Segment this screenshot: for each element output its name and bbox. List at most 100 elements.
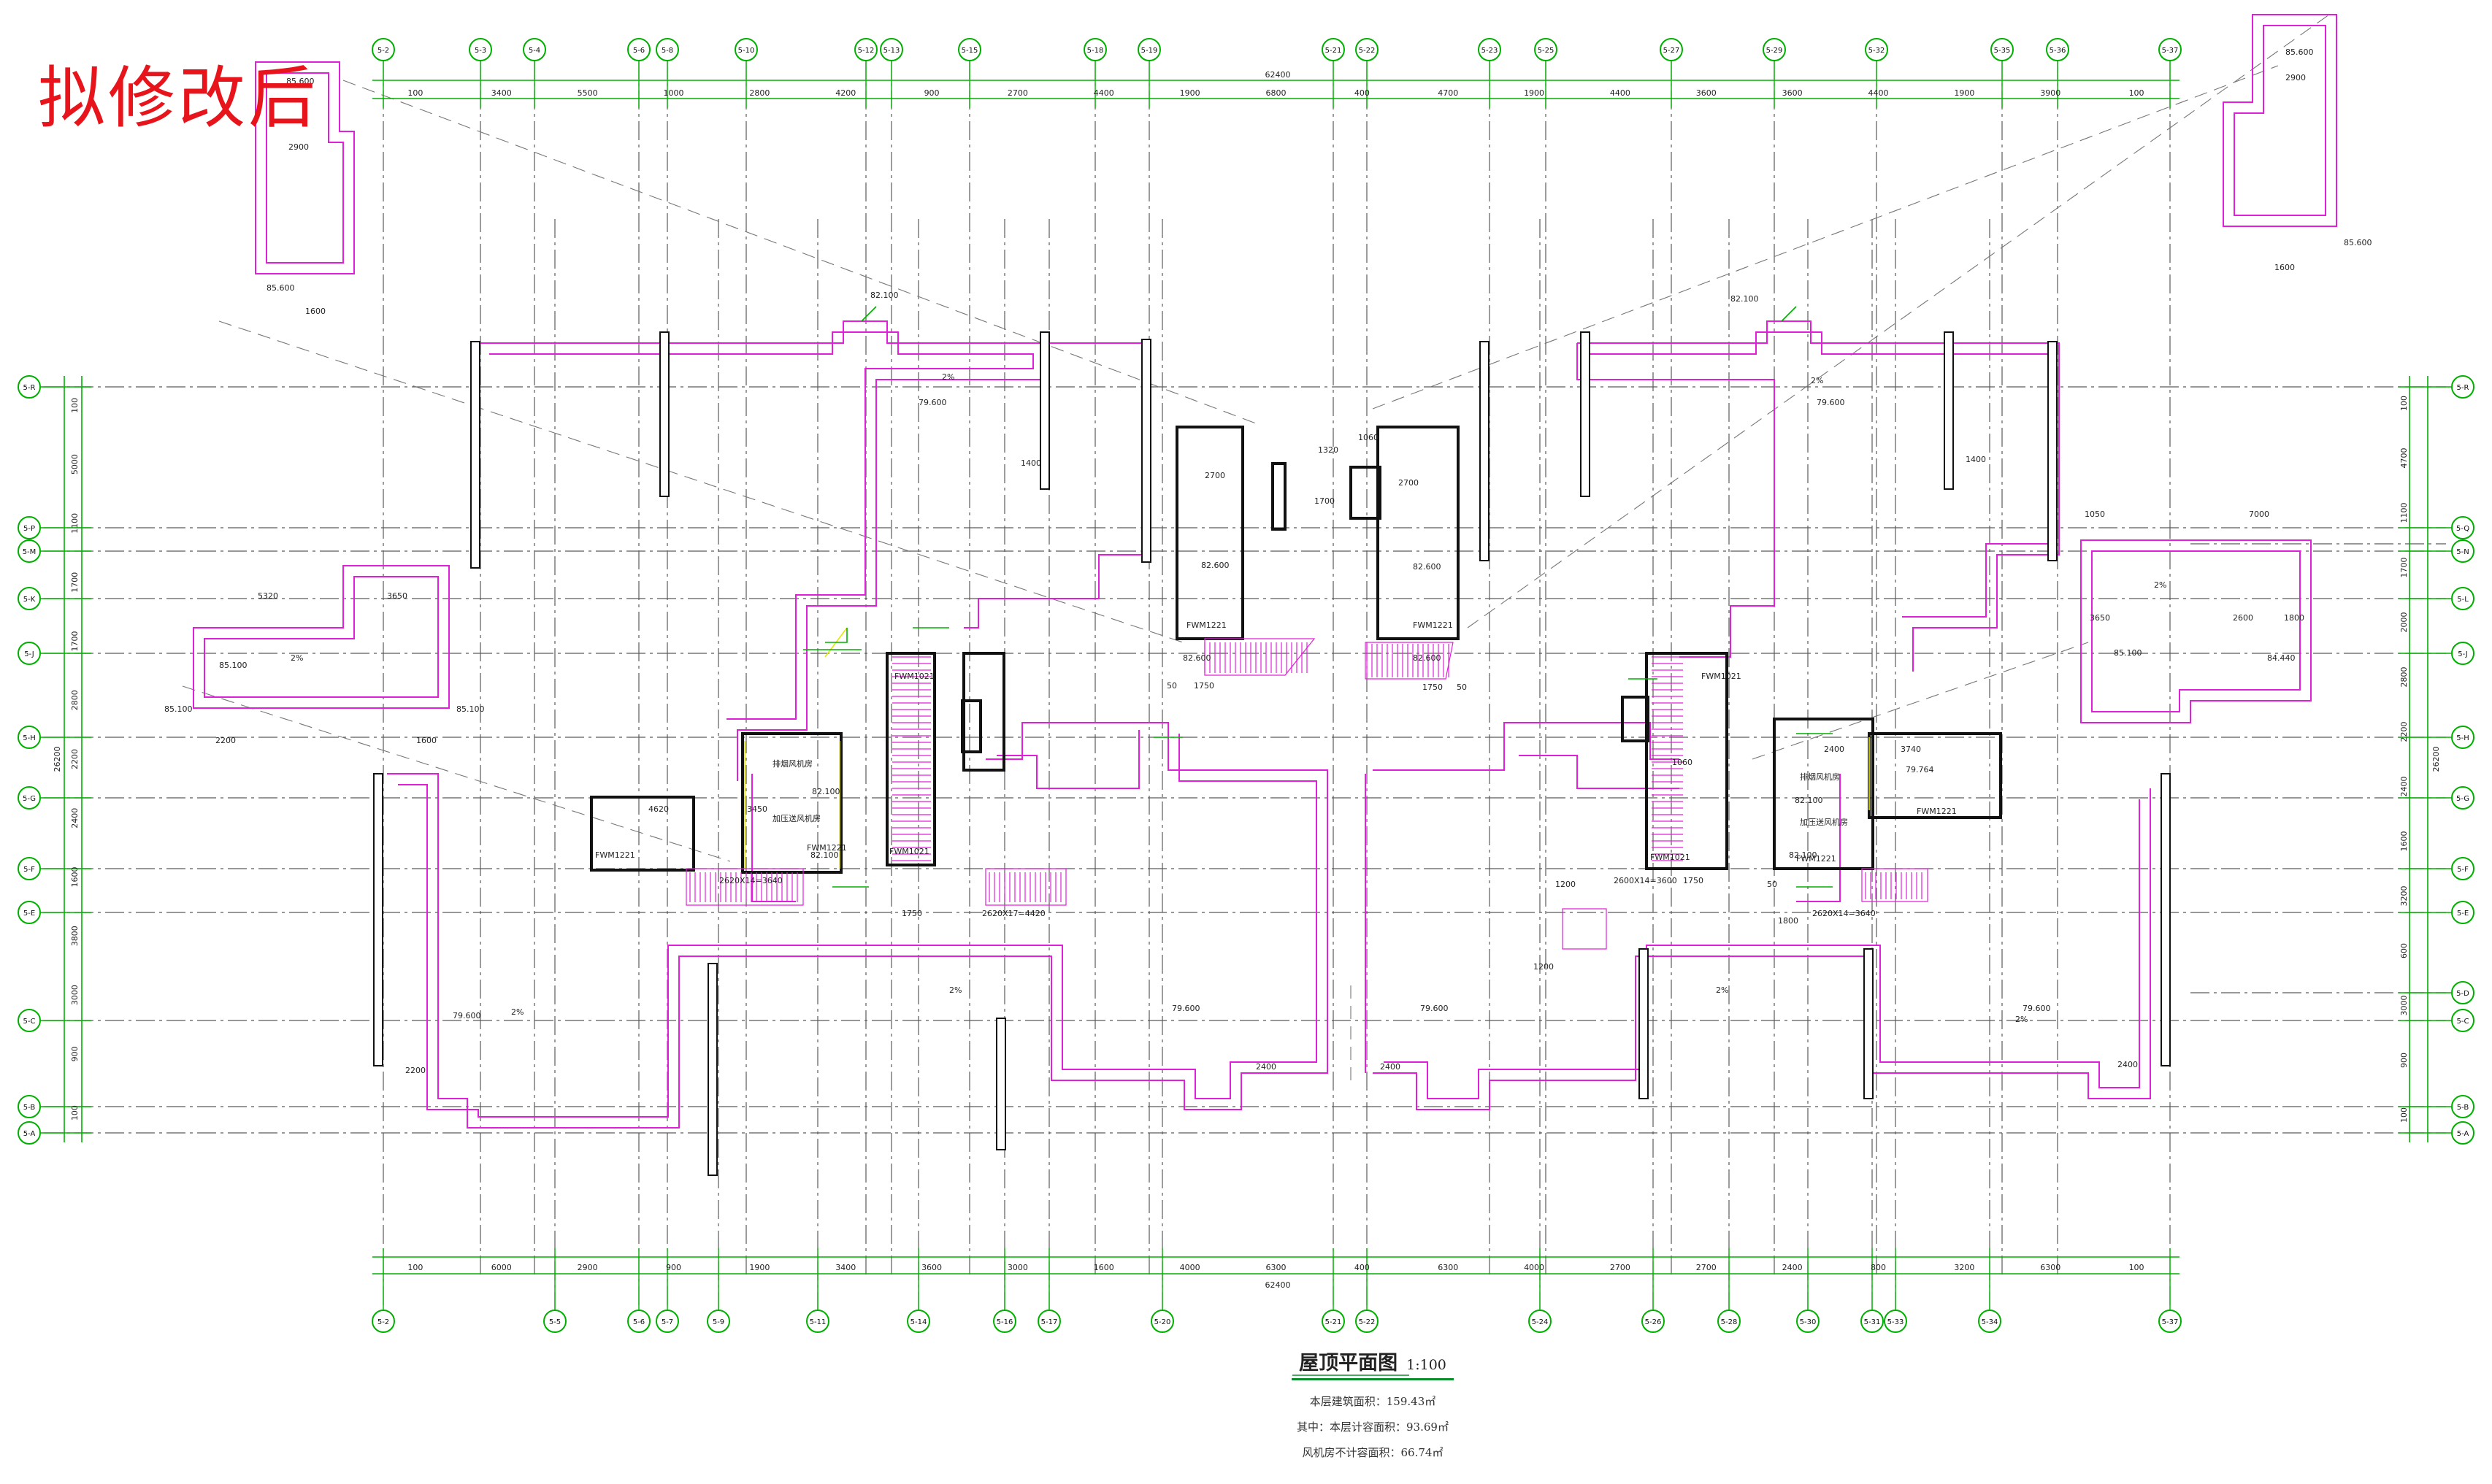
dim-left-total: 26200	[53, 747, 62, 772]
canopy-top-left-inner	[489, 331, 1034, 720]
axis-bubble-label: 5-36	[2050, 47, 2066, 55]
dim-left: 1700	[70, 572, 80, 593]
window-label: 2600X14=3600	[1614, 876, 1677, 885]
dim-top: 2700	[1008, 88, 1028, 98]
axis-bubble-label: 5-L	[2457, 596, 2469, 604]
stair-hatches	[689, 642, 1922, 902]
dim-left: 2400	[70, 808, 80, 828]
door-label: FWM1021	[1650, 853, 1690, 862]
axis-bubble-label: 5-K	[23, 596, 36, 604]
area-total: 本层建筑面积：159.43㎡	[1309, 1395, 1436, 1408]
dim-bottom-total: 62400	[1265, 1280, 1291, 1290]
axis-bubble-bottom: 5-31	[1860, 1310, 1884, 1333]
elevation-label: 85.100	[456, 704, 485, 714]
dim-bottom: 2700	[1696, 1263, 1717, 1272]
dim-top: 900	[924, 88, 940, 98]
dim-label: 3740	[1901, 745, 1921, 754]
dim-label: 1750	[1194, 681, 1214, 691]
dim-label: 2200	[215, 736, 236, 745]
axis-bubble-top: 5-23	[1478, 38, 1501, 61]
stair-room-right	[1645, 652, 1728, 870]
axis-bubble-right: 5-A	[2451, 1121, 2474, 1145]
dim-right: 1100	[2399, 503, 2409, 523]
dim-right: 100	[2399, 396, 2409, 411]
dim-label: 1600	[305, 307, 326, 316]
axis-bubble-label: 5-F	[2457, 866, 2469, 874]
dim-bottom: 3400	[835, 1263, 856, 1272]
slope-label: 2%	[2154, 580, 2166, 590]
dimension-lines	[64, 80, 2428, 1275]
window-label: 2620X14=3640	[1812, 909, 1876, 918]
axis-grid	[44, 60, 2446, 1314]
elevation-label: 79.600	[919, 398, 947, 407]
canopy-top-left-2	[964, 342, 1147, 628]
axis-bubble-top: 5-10	[735, 38, 758, 61]
axis-bubble-left: 5-J	[18, 642, 41, 665]
elevation-label: 82.600	[1183, 653, 1211, 663]
axis-bubble-bottom: 5-17	[1038, 1310, 1061, 1333]
elevation-label: 79.600	[1172, 1004, 1200, 1013]
dim-bottom: 800	[1871, 1263, 1886, 1272]
roof-outline-right2-inner	[1384, 799, 2140, 1099]
axis-bubble-label: 5-16	[997, 1318, 1013, 1326]
dim-right: 2200	[2399, 722, 2409, 742]
corner-block-top-left	[255, 61, 355, 274]
dim-label: 2700	[1398, 478, 1419, 488]
window-label: 2620X17=4420	[982, 909, 1046, 918]
elevation-label: 79.600	[2023, 1004, 2051, 1013]
dim-top: 3600	[1782, 88, 1803, 98]
axis-bubble-label: 5-3	[475, 47, 486, 55]
axis-bubble-bottom: 5-28	[1717, 1310, 1741, 1333]
dim-bottom: 900	[666, 1263, 681, 1272]
dim-label: 2400	[2117, 1060, 2138, 1069]
dim-label: 1750	[1422, 683, 1443, 692]
axis-bubble-label: 5-4	[529, 47, 540, 55]
axis-bubble-label: 5-33	[1887, 1318, 1904, 1326]
dim-top: 2800	[749, 88, 770, 98]
dim-bottom: 1900	[749, 1263, 770, 1272]
elevation-label: 85.100	[2114, 648, 2142, 658]
axis-bubble-label: 5-18	[1087, 47, 1104, 55]
dim-top: 3400	[491, 88, 512, 98]
axis-bubble-top: 5-35	[1990, 38, 2014, 61]
axis-bubble-label: 5-C	[2457, 1018, 2469, 1026]
axis-bubble-top: 5-18	[1084, 38, 1107, 61]
axis-bubble-label: 5-H	[23, 734, 36, 742]
dim-label: 1400	[1966, 455, 1986, 464]
axis-bubble-label: 5-A	[23, 1130, 36, 1138]
axis-bubble-label: 5-F	[23, 866, 35, 874]
axis-bubble-label: 5-2	[377, 1318, 389, 1326]
dim-right: 4700	[2399, 448, 2409, 469]
dim-top: 100	[407, 88, 423, 98]
axis-bubble-top: 5-27	[1660, 38, 1683, 61]
dim-right: 600	[2399, 943, 2409, 958]
dim-label: 1060	[1672, 758, 1692, 767]
axis-bubble-label: 5-22	[1359, 47, 1376, 55]
dim-label: 1200	[1533, 962, 1554, 972]
axis-bubble-label: 5-31	[1864, 1318, 1881, 1326]
axis-bubble-right: 5-D	[2451, 981, 2474, 1004]
elevation-label: 79.600	[453, 1011, 481, 1020]
dim-label: 2400	[1380, 1062, 1400, 1072]
slope-label: 2%	[942, 372, 954, 382]
dim-left: 3000	[70, 985, 80, 1005]
dim-bottom: 2400	[1782, 1263, 1803, 1272]
dim-label: 50	[1767, 880, 1777, 889]
axis-bubble-left: 5-R	[18, 375, 41, 399]
fan-room-right	[1773, 718, 1874, 870]
axis-bubble-label: 5-A	[2457, 1130, 2469, 1138]
dim-right-total: 26200	[2431, 747, 2441, 772]
axis-bubble-label: 5-37	[2162, 47, 2179, 55]
dim-label: 1700	[1314, 496, 1335, 506]
canopy-top-right	[1577, 320, 2060, 672]
elevation-label: 85.100	[164, 704, 193, 714]
roof-outline-right2	[1373, 788, 2151, 1110]
dim-left: 2800	[70, 690, 80, 710]
axis-bubble-label: 5-J	[24, 650, 34, 658]
axis-bubble-label: 5-22	[1359, 1318, 1376, 1326]
accent-lines	[744, 306, 1870, 888]
dim-bottom: 6300	[1266, 1263, 1287, 1272]
dim-left: 100	[70, 398, 80, 413]
door-label: FWM1021	[894, 672, 935, 681]
